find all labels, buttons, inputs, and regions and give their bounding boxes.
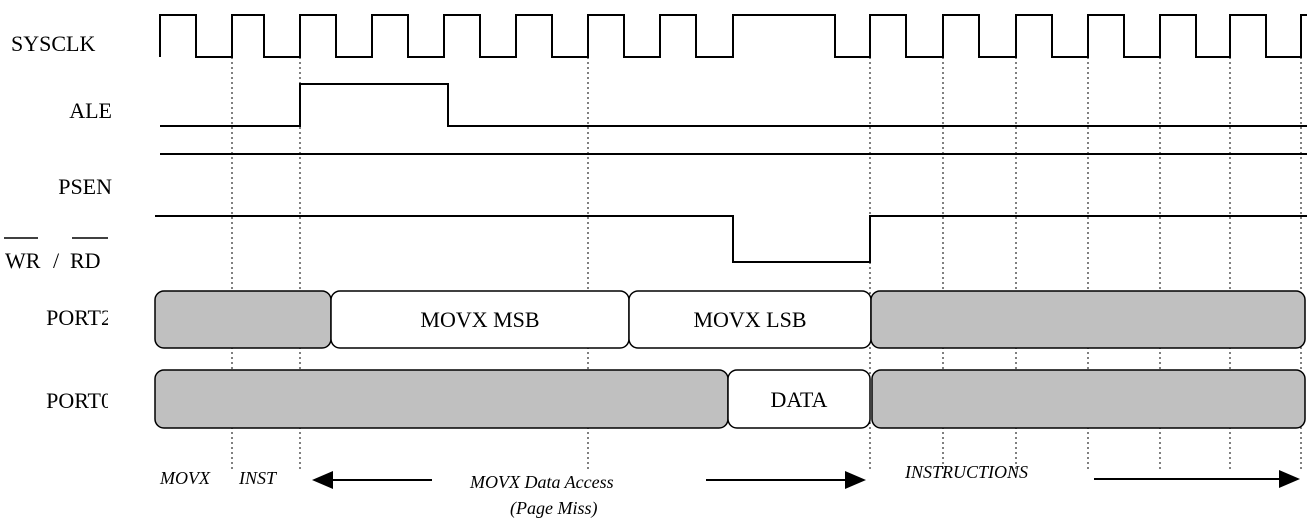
ale-waveform [160, 83, 1307, 127]
port0-box [727, 369, 871, 429]
instructions-right-arrow [1094, 470, 1300, 488]
ale-label: ALE [69, 98, 112, 123]
data-access-left-arrow [312, 471, 432, 489]
psen-label: PSEN [58, 174, 112, 199]
rd-label: RD [70, 248, 101, 273]
port0-data: DATA [771, 387, 828, 412]
annotation-data-access: MOVX Data Access [469, 472, 614, 492]
annotation-inst: INST [238, 468, 278, 488]
annotation-instructions: INSTRUCTIONS [904, 462, 1028, 482]
port0-bus: DATA [154, 369, 1306, 429]
wr-rd-separator: / [53, 248, 60, 273]
port0-box [871, 369, 1306, 429]
port2-box [870, 290, 1306, 349]
sysclk-waveform [159, 14, 1307, 58]
port2-movx-msb: MOVX MSB [420, 307, 539, 332]
port0-box [154, 369, 729, 429]
sysclk-label: SYSCLK [11, 31, 95, 56]
port2-bus: MOVX MSB MOVX LSB [154, 290, 1306, 349]
wr-rd-label: WR / RD [4, 237, 108, 273]
port0-label: PORT0 [46, 388, 112, 413]
data-access-right-arrow [706, 471, 866, 489]
wr-label: WR [5, 248, 41, 273]
wr-rd-waveform [155, 215, 1307, 263]
port2-label: PORT2 [46, 305, 112, 330]
annotation-page-miss: (Page Miss) [510, 498, 597, 519]
annotation-movx: MOVX [159, 468, 211, 488]
port2-movx-lsb: MOVX LSB [693, 307, 806, 332]
port2-box [154, 290, 332, 349]
